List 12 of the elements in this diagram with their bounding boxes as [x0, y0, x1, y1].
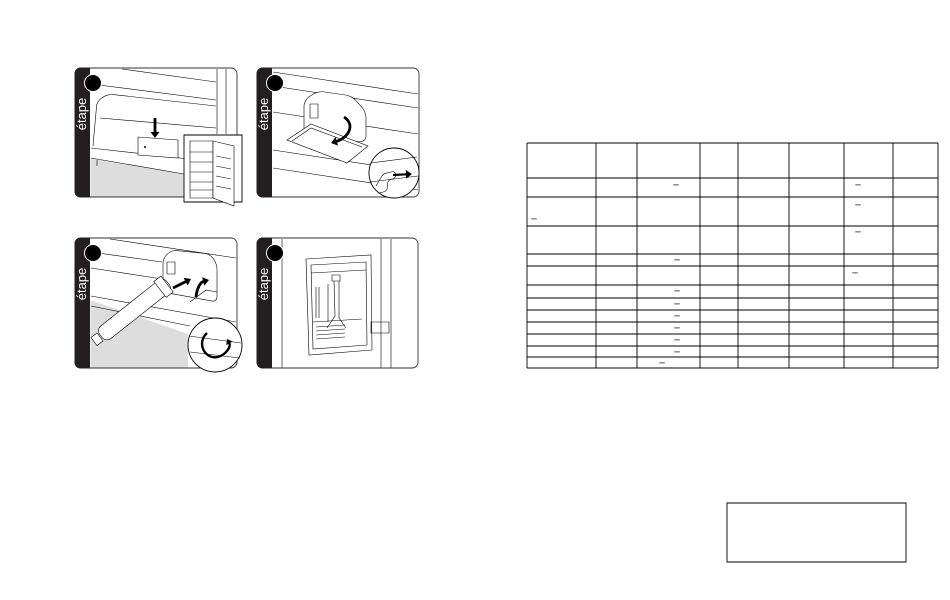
dash-symbol: –	[855, 204, 861, 206]
step-panel: étape	[256, 68, 420, 198]
dash-symbol: –	[852, 272, 858, 274]
step-panel: étape	[74, 68, 242, 206]
step-panel: étape	[74, 238, 242, 372]
dash-symbol: –	[674, 290, 680, 292]
dash-symbol: –	[855, 184, 861, 186]
step-panel: étape	[256, 238, 418, 368]
dash-symbol: –	[659, 362, 665, 364]
dash-symbol: –	[531, 218, 537, 220]
blank-box	[726, 502, 906, 562]
dash-symbol: –	[673, 184, 679, 186]
